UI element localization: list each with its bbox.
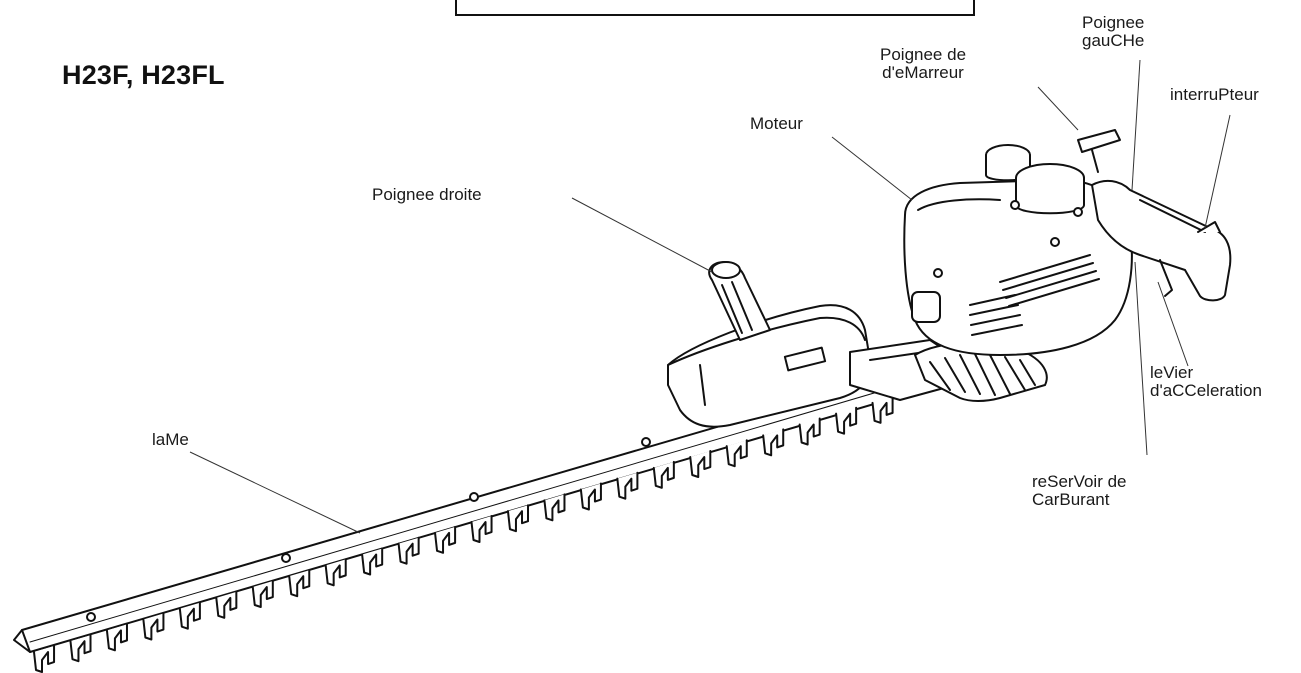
label-reservoir: reSerVoir de CarBurant: [1032, 473, 1127, 509]
blade-tooth: [105, 623, 128, 652]
label-poignee-demarreur-line-2: d'eMarreur: [882, 63, 964, 82]
label-levier-line-1: leVier: [1150, 363, 1194, 382]
label-interrupteur-line-1: interruPteur: [1170, 85, 1259, 104]
blade-tooth: [871, 395, 894, 424]
rear-handle: [1091, 179, 1232, 302]
blade-tooth: [434, 525, 457, 554]
label-moteur-line-1: Moteur: [750, 114, 803, 133]
label-poignee-gauche: Poignee gauCHe: [1082, 14, 1144, 50]
blade: [13, 371, 916, 653]
leader-lines: [189, 59, 1231, 534]
blade-teeth: [33, 395, 894, 673]
blade-tooth: [652, 460, 675, 489]
label-lame-line-1: laMe: [152, 430, 189, 449]
blade-tooth: [69, 634, 92, 663]
label-reservoir-line-1: reSerVoir de: [1032, 472, 1127, 491]
blade-tooth: [288, 569, 311, 598]
blade-tooth: [361, 547, 384, 576]
blade-rivets: [86, 437, 651, 622]
blade-tooth: [470, 515, 493, 543]
blade-tooth: [215, 590, 238, 619]
blade-tooth: [506, 504, 530, 533]
label-levier: leVier d'aCCeleration: [1150, 364, 1262, 400]
label-poignee-demarreur-line-1: Poignee de: [880, 45, 967, 64]
label-lame: laMe: [152, 431, 189, 449]
blade-tooth: [33, 645, 56, 673]
header-frame: [455, 0, 975, 16]
label-poignee-demarreur: Poignee de d'eMarreur: [880, 46, 966, 82]
label-levier-line-2: d'aCCeleration: [1150, 381, 1262, 400]
label-reservoir-line-2: CarBurant: [1032, 490, 1110, 509]
starter-handle: [1077, 129, 1121, 173]
label-poignee-droite-line-1: Poignee droite: [372, 185, 482, 204]
blade-tooth: [324, 558, 347, 587]
engine-body: [903, 179, 1133, 356]
label-moteur: Moteur: [750, 115, 803, 133]
blade-tooth: [798, 417, 821, 446]
blade-tooth: [835, 406, 858, 435]
gearbox-housing: [667, 304, 872, 428]
blade-tooth: [251, 580, 274, 608]
engine-vents: [969, 254, 1100, 336]
blade-tooth: [142, 612, 165, 641]
label-interrupteur: interruPteur: [1170, 86, 1259, 104]
blade-tooth: [689, 450, 712, 478]
blade-tooth: [725, 439, 748, 468]
model-title: H23F, H23FL: [62, 60, 225, 90]
engine-caps: [985, 144, 1085, 217]
label-poignee-droite: Poignee droite: [372, 186, 482, 204]
blade-tooth: [178, 601, 201, 630]
blade-tooth: [616, 471, 639, 500]
blade-tooth: [397, 536, 420, 565]
right-handle-grip: [708, 261, 771, 341]
label-poignee-gauche-line-1: Poignee: [1082, 13, 1145, 32]
blade-tooth: [579, 482, 602, 511]
blade-tooth: [762, 428, 785, 457]
label-poignee-gauche-line-2: gauCHe: [1082, 31, 1145, 50]
blade-tooth: [543, 493, 566, 522]
